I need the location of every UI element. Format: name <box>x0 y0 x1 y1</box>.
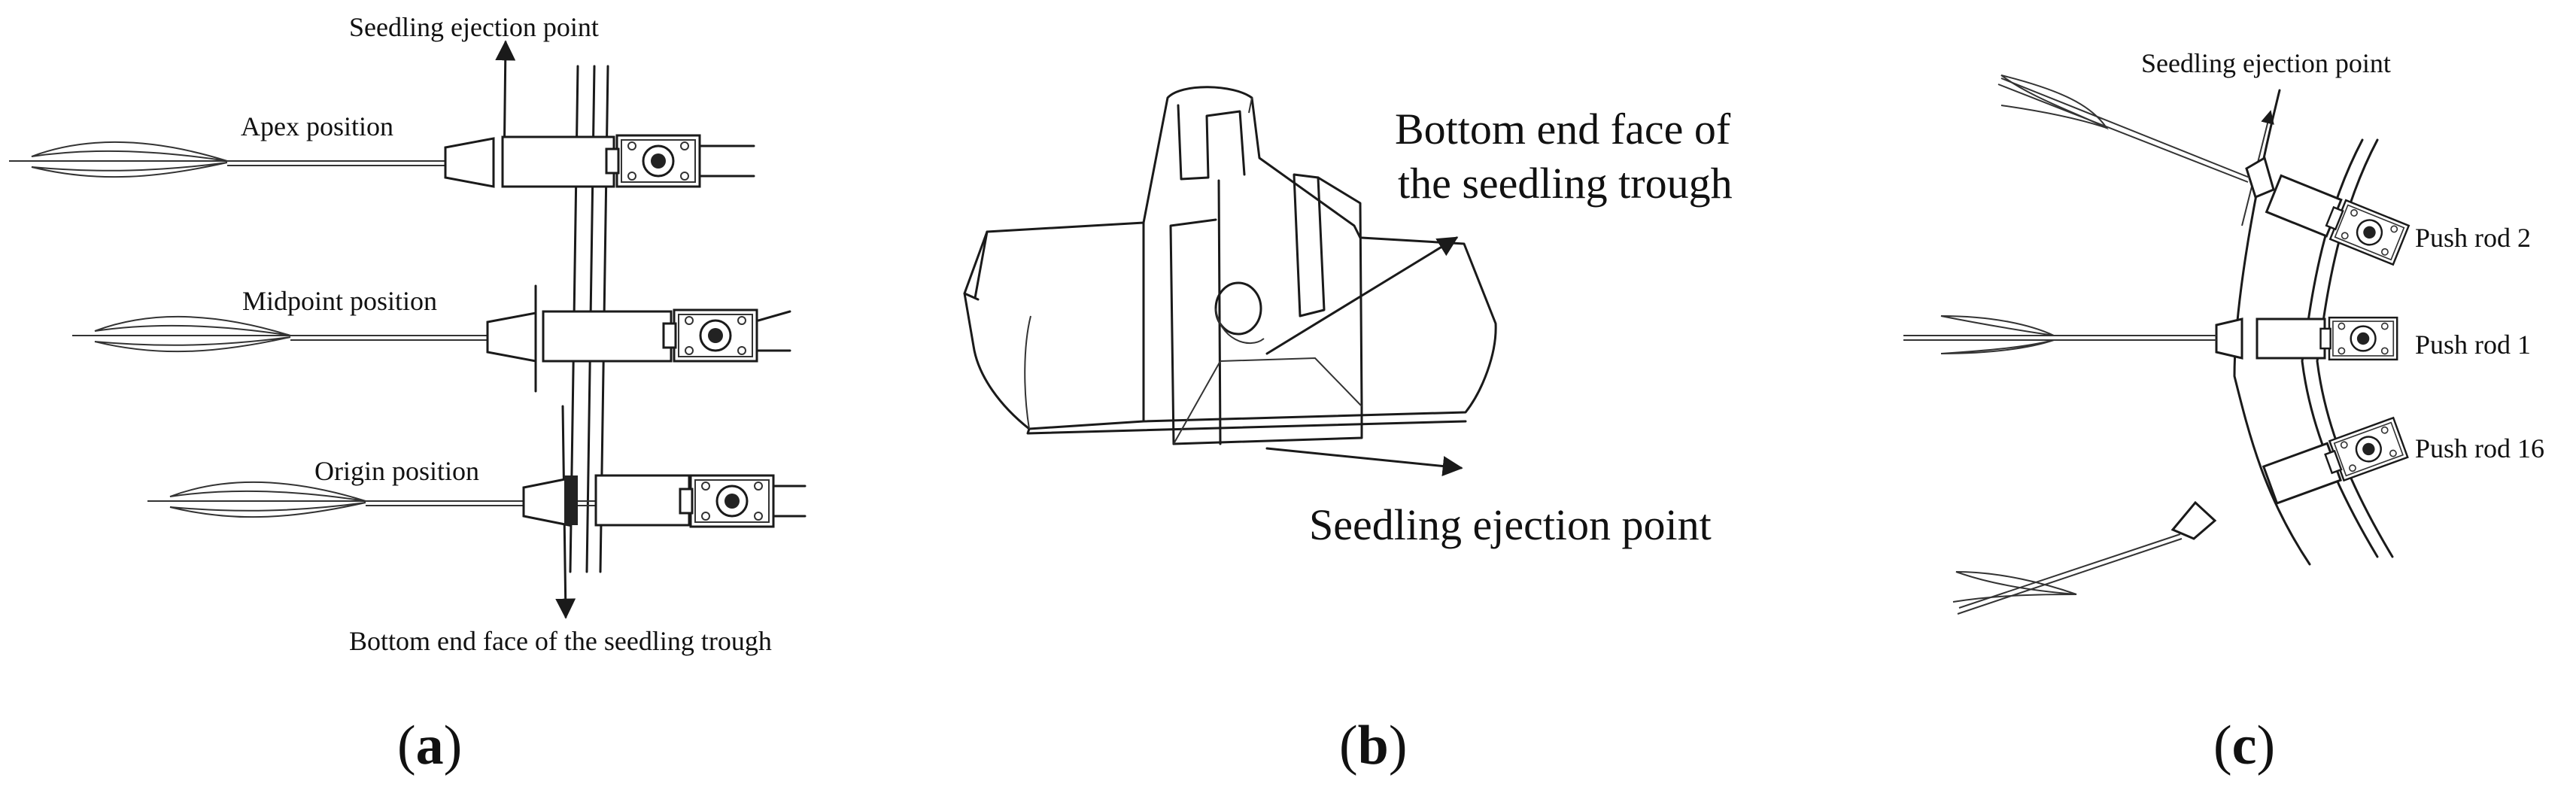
label-a-bottom: Bottom end face of the seedling trough <box>349 626 772 656</box>
panel-letter-c: c <box>2231 715 2257 776</box>
rod-origin <box>594 474 691 527</box>
panel-letter-b: b <box>1357 715 1389 776</box>
panel-label-b: (b) <box>1339 715 1408 776</box>
label-a-midpoint: Midpoint position <box>242 286 438 316</box>
seedling-c-top <box>1997 74 2250 183</box>
cone-midpoint <box>486 311 537 363</box>
panel-b-drawing <box>963 86 1497 476</box>
seedling-c-middle <box>1903 315 2216 354</box>
gripper-origin <box>679 474 775 528</box>
rod-midpoint <box>542 310 673 363</box>
gripper-apex <box>605 134 701 188</box>
label-a-ejection: Seedling ejection point <box>349 12 599 42</box>
gripper-midpoint <box>662 308 758 363</box>
label-c-rod1: Push rod 1 <box>2415 330 2532 360</box>
label-a-origin: Origin position <box>314 456 480 486</box>
panel-c-drawing <box>1903 74 2410 615</box>
label-b-ejection: Seedling ejection point <box>1309 500 1712 549</box>
push-rod-1 <box>2256 316 2398 361</box>
seedling-apex <box>8 141 461 178</box>
panel-label-a: (a) <box>397 715 463 776</box>
block-left-face <box>963 221 1145 430</box>
panel-label-c: (c) <box>2213 715 2276 776</box>
label-b-bottom-line2: the seedling trough <box>1398 159 1733 208</box>
cone-origin <box>522 477 570 527</box>
bottom-face-leader <box>1265 236 1459 355</box>
panel-letter-a: a <box>415 715 444 776</box>
label-a-apex: Apex position <box>241 111 393 141</box>
trough-upper <box>1142 86 1362 239</box>
label-b-bottom-line1: Bottom end face of <box>1395 105 1731 153</box>
trough-slot <box>1293 173 1326 317</box>
panel-a-drawing <box>8 40 807 619</box>
rod-apex <box>501 135 615 188</box>
seedling-c-bottom <box>1952 533 2183 615</box>
push-rod-16 <box>2262 417 2409 505</box>
block-front <box>1142 236 1497 423</box>
label-c-rod16: Push rod 16 <box>2415 433 2545 463</box>
label-c-rod2: Push rod 2 <box>2415 223 2532 253</box>
seedling-midpoint <box>71 315 524 353</box>
push-rod-2 <box>2265 174 2410 266</box>
cone-apex <box>444 137 495 188</box>
label-c-ejection: Seedling ejection point <box>2141 48 2391 78</box>
ejection-leader <box>1265 447 1463 476</box>
